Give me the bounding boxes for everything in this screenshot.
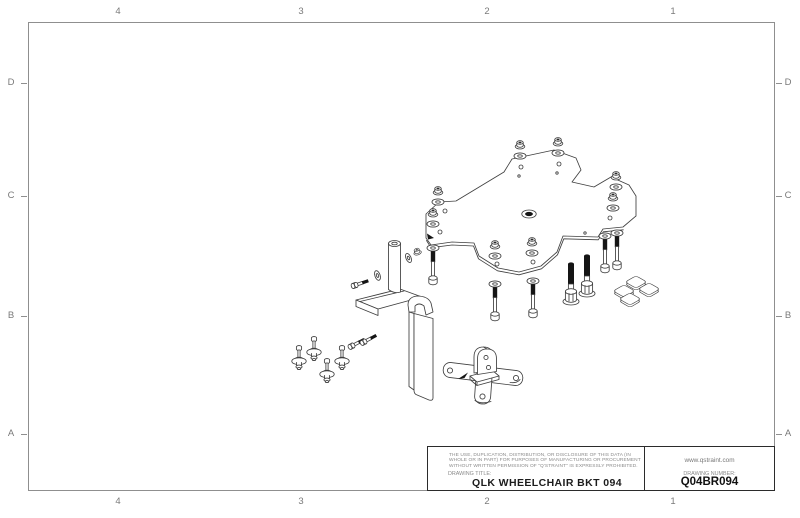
- zone-tick: [776, 196, 782, 197]
- base-hole: [446, 367, 454, 374]
- plate-hole: [556, 161, 562, 167]
- plate-hole: [437, 229, 443, 235]
- plate-hole: [517, 174, 521, 178]
- zone-tick: [776, 83, 782, 84]
- zone-row-b-left: B: [7, 310, 15, 321]
- rubber-mount: [306, 336, 322, 362]
- base-hole: [479, 393, 486, 400]
- flange-nut-washer-stack: [552, 138, 564, 156]
- stand-bracket: [350, 240, 423, 316]
- zone-row-d-left: D: [7, 77, 15, 88]
- base-hole: [512, 374, 520, 382]
- zone-row-c-right: C: [784, 190, 792, 201]
- carriage-bolt: [527, 278, 539, 318]
- plate-hole: [607, 215, 613, 221]
- hex-flange-bolt: [562, 261, 580, 306]
- plate-hole: [442, 208, 448, 214]
- hook-bracket: [407, 295, 434, 401]
- small-hex-bolt: [358, 332, 379, 347]
- zone-col-1-bottom: 1: [670, 496, 676, 507]
- hex-nut: [412, 246, 423, 257]
- plate-hole: [583, 231, 587, 235]
- zone-col-3-bottom: 3: [298, 496, 304, 507]
- legal-line-2: WHOLE OR IN PART) FOR PURPOSES OF MANUFA…: [449, 458, 641, 464]
- mounting-plate: [425, 149, 637, 276]
- plate-hole: [555, 171, 559, 175]
- website-text: www.qstraint.com: [684, 456, 735, 464]
- zone-row-a-left: A: [7, 428, 15, 439]
- drawing-frame: [28, 22, 775, 491]
- rubber-mount: [319, 358, 335, 384]
- hex-flange-bolt: [578, 253, 596, 298]
- zone-col-1-top: 1: [670, 6, 676, 17]
- drawing-number: Q04BR094: [680, 476, 739, 488]
- zone-tick: [776, 434, 782, 435]
- flange-nut-washer-stack: [432, 187, 444, 205]
- zone-row-d-right: D: [784, 77, 792, 88]
- carriage-bolt: [599, 233, 611, 273]
- bracket-hole: [485, 364, 492, 371]
- guide-post: [388, 243, 401, 294]
- carriage-bolt: [489, 281, 501, 321]
- tilted-washer: [405, 253, 412, 263]
- zone-tick: [21, 434, 27, 435]
- title-block-left-cell: THE USE, DUPLICATION, DISTRIBUTION, OR D…: [428, 447, 644, 490]
- bracket-hole: [483, 354, 489, 361]
- title-block: THE USE, DUPLICATION, DISTRIBUTION, OR D…: [427, 446, 775, 491]
- rubber-mount: [334, 345, 350, 371]
- pivot-bracket: [469, 346, 500, 386]
- drawing-number-label: DRAWING NUMBER:: [683, 470, 736, 477]
- zone-tick: [21, 316, 27, 317]
- zone-tick: [776, 316, 782, 317]
- title-block-right-cell: www.qstraint.com DRAWING NUMBER: Q04BR09…: [644, 447, 774, 490]
- legal-line-1: THE USE, DUPLICATION, DISTRIBUTION, OR D…: [449, 453, 631, 458]
- legal-line-3: WITHOUT WRITTEN PERMISSION OF "Q'STRAINT…: [449, 463, 638, 469]
- carriage-bolt: [611, 230, 623, 270]
- zone-col-4-bottom: 4: [115, 496, 121, 507]
- zone-col-2-top: 2: [484, 6, 490, 17]
- zone-col-2-bottom: 2: [484, 496, 490, 507]
- leader-arrow: [458, 372, 468, 379]
- carriage-bolt: [427, 245, 439, 285]
- rubber-mount-group: [291, 332, 379, 384]
- zone-tick: [21, 196, 27, 197]
- zone-col-4-top: 4: [115, 6, 121, 17]
- plate-hole: [518, 164, 524, 170]
- small-hex-bolt: [350, 277, 370, 290]
- tilted-washer: [374, 270, 381, 281]
- zone-tick: [21, 83, 27, 84]
- drawing-title: QLK WHEELCHAIR BKT 094: [472, 476, 622, 489]
- plate-hole: [530, 259, 536, 265]
- plate-hole: [494, 261, 500, 267]
- leader-arrow: [427, 233, 434, 240]
- cross-base: [442, 346, 524, 405]
- zone-row-a-right: A: [784, 428, 792, 439]
- rubber-mount: [291, 345, 307, 371]
- flange-nut-washer-stack: [514, 141, 526, 159]
- drawing-title-label: DRAWING TITLE:: [448, 470, 492, 477]
- zone-col-3-top: 3: [298, 6, 304, 17]
- legal-notice: THE USE, DUPLICATION, DISTRIBUTION, OR D…: [449, 453, 641, 469]
- zone-row-c-left: C: [7, 190, 15, 201]
- zone-row-b-right: B: [784, 310, 792, 321]
